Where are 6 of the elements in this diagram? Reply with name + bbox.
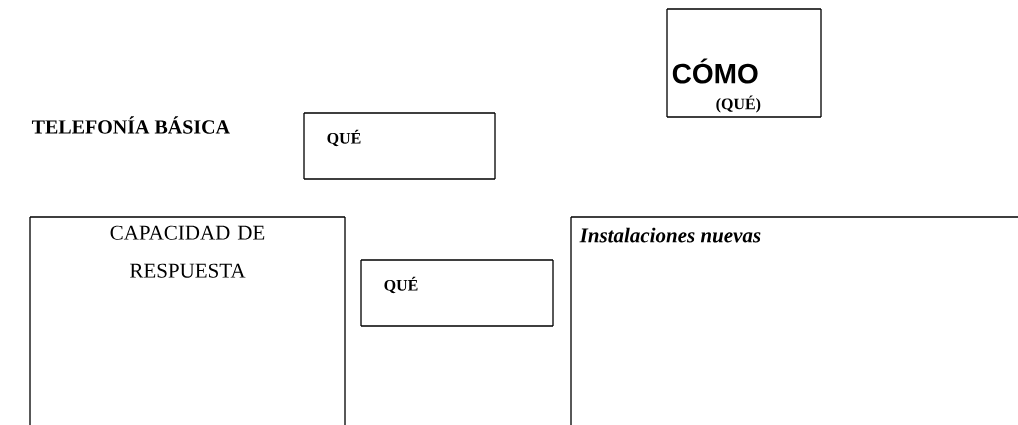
heading-box: CÓMO (QUÉ) — [666, 8, 822, 118]
label-box: QUÉ — [303, 112, 496, 180]
title: TELEFONÍA BÁSICA — [31, 116, 230, 134]
label-box: QUÉ — [360, 259, 554, 327]
text-panel: CAPACIDAD DE RESPUESTA — [29, 216, 346, 425]
text-panel: Instalaciones nuevas — [570, 216, 1018, 425]
